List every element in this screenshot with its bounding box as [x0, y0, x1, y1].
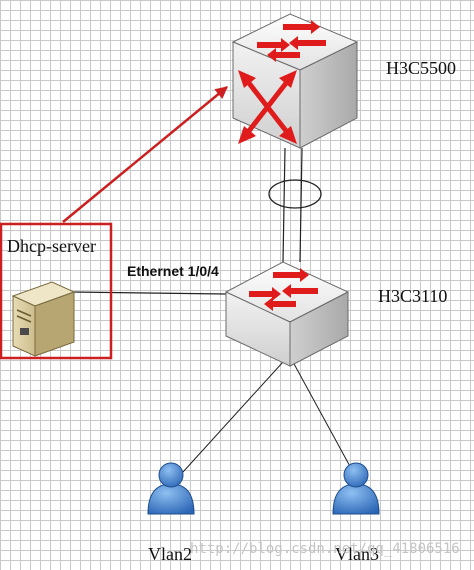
access-switch-icon [224, 261, 350, 367]
links [71, 147, 353, 473]
link-aggregation-ring [268, 179, 322, 209]
link-vlan3 [292, 361, 353, 471]
vlan2-label: Vlan2 [148, 544, 192, 564]
core-switch-icon [231, 13, 359, 149]
interface-label: Ethernet 1/0/4 [127, 263, 219, 279]
user-icon [332, 462, 380, 515]
link-vlan2 [182, 361, 284, 473]
dhcp-server-label: Dhcp-server [7, 236, 96, 256]
dhcp-pointer-arrow [62, 86, 228, 223]
user-icon [147, 462, 195, 515]
server-link [71, 291, 227, 295]
core-switch-label: H3C5500 [386, 58, 456, 78]
vlan3-label: Vlan3 [335, 544, 379, 564]
access-switch-label: H3C3110 [378, 286, 447, 306]
server-icon [11, 281, 76, 357]
dhcp-highlight-box [0, 222, 113, 360]
watermark: http://blog.csdn.net/qq_41806516 [190, 541, 460, 557]
uplink-2 [299, 147, 303, 263]
uplink-1 [282, 147, 286, 263]
